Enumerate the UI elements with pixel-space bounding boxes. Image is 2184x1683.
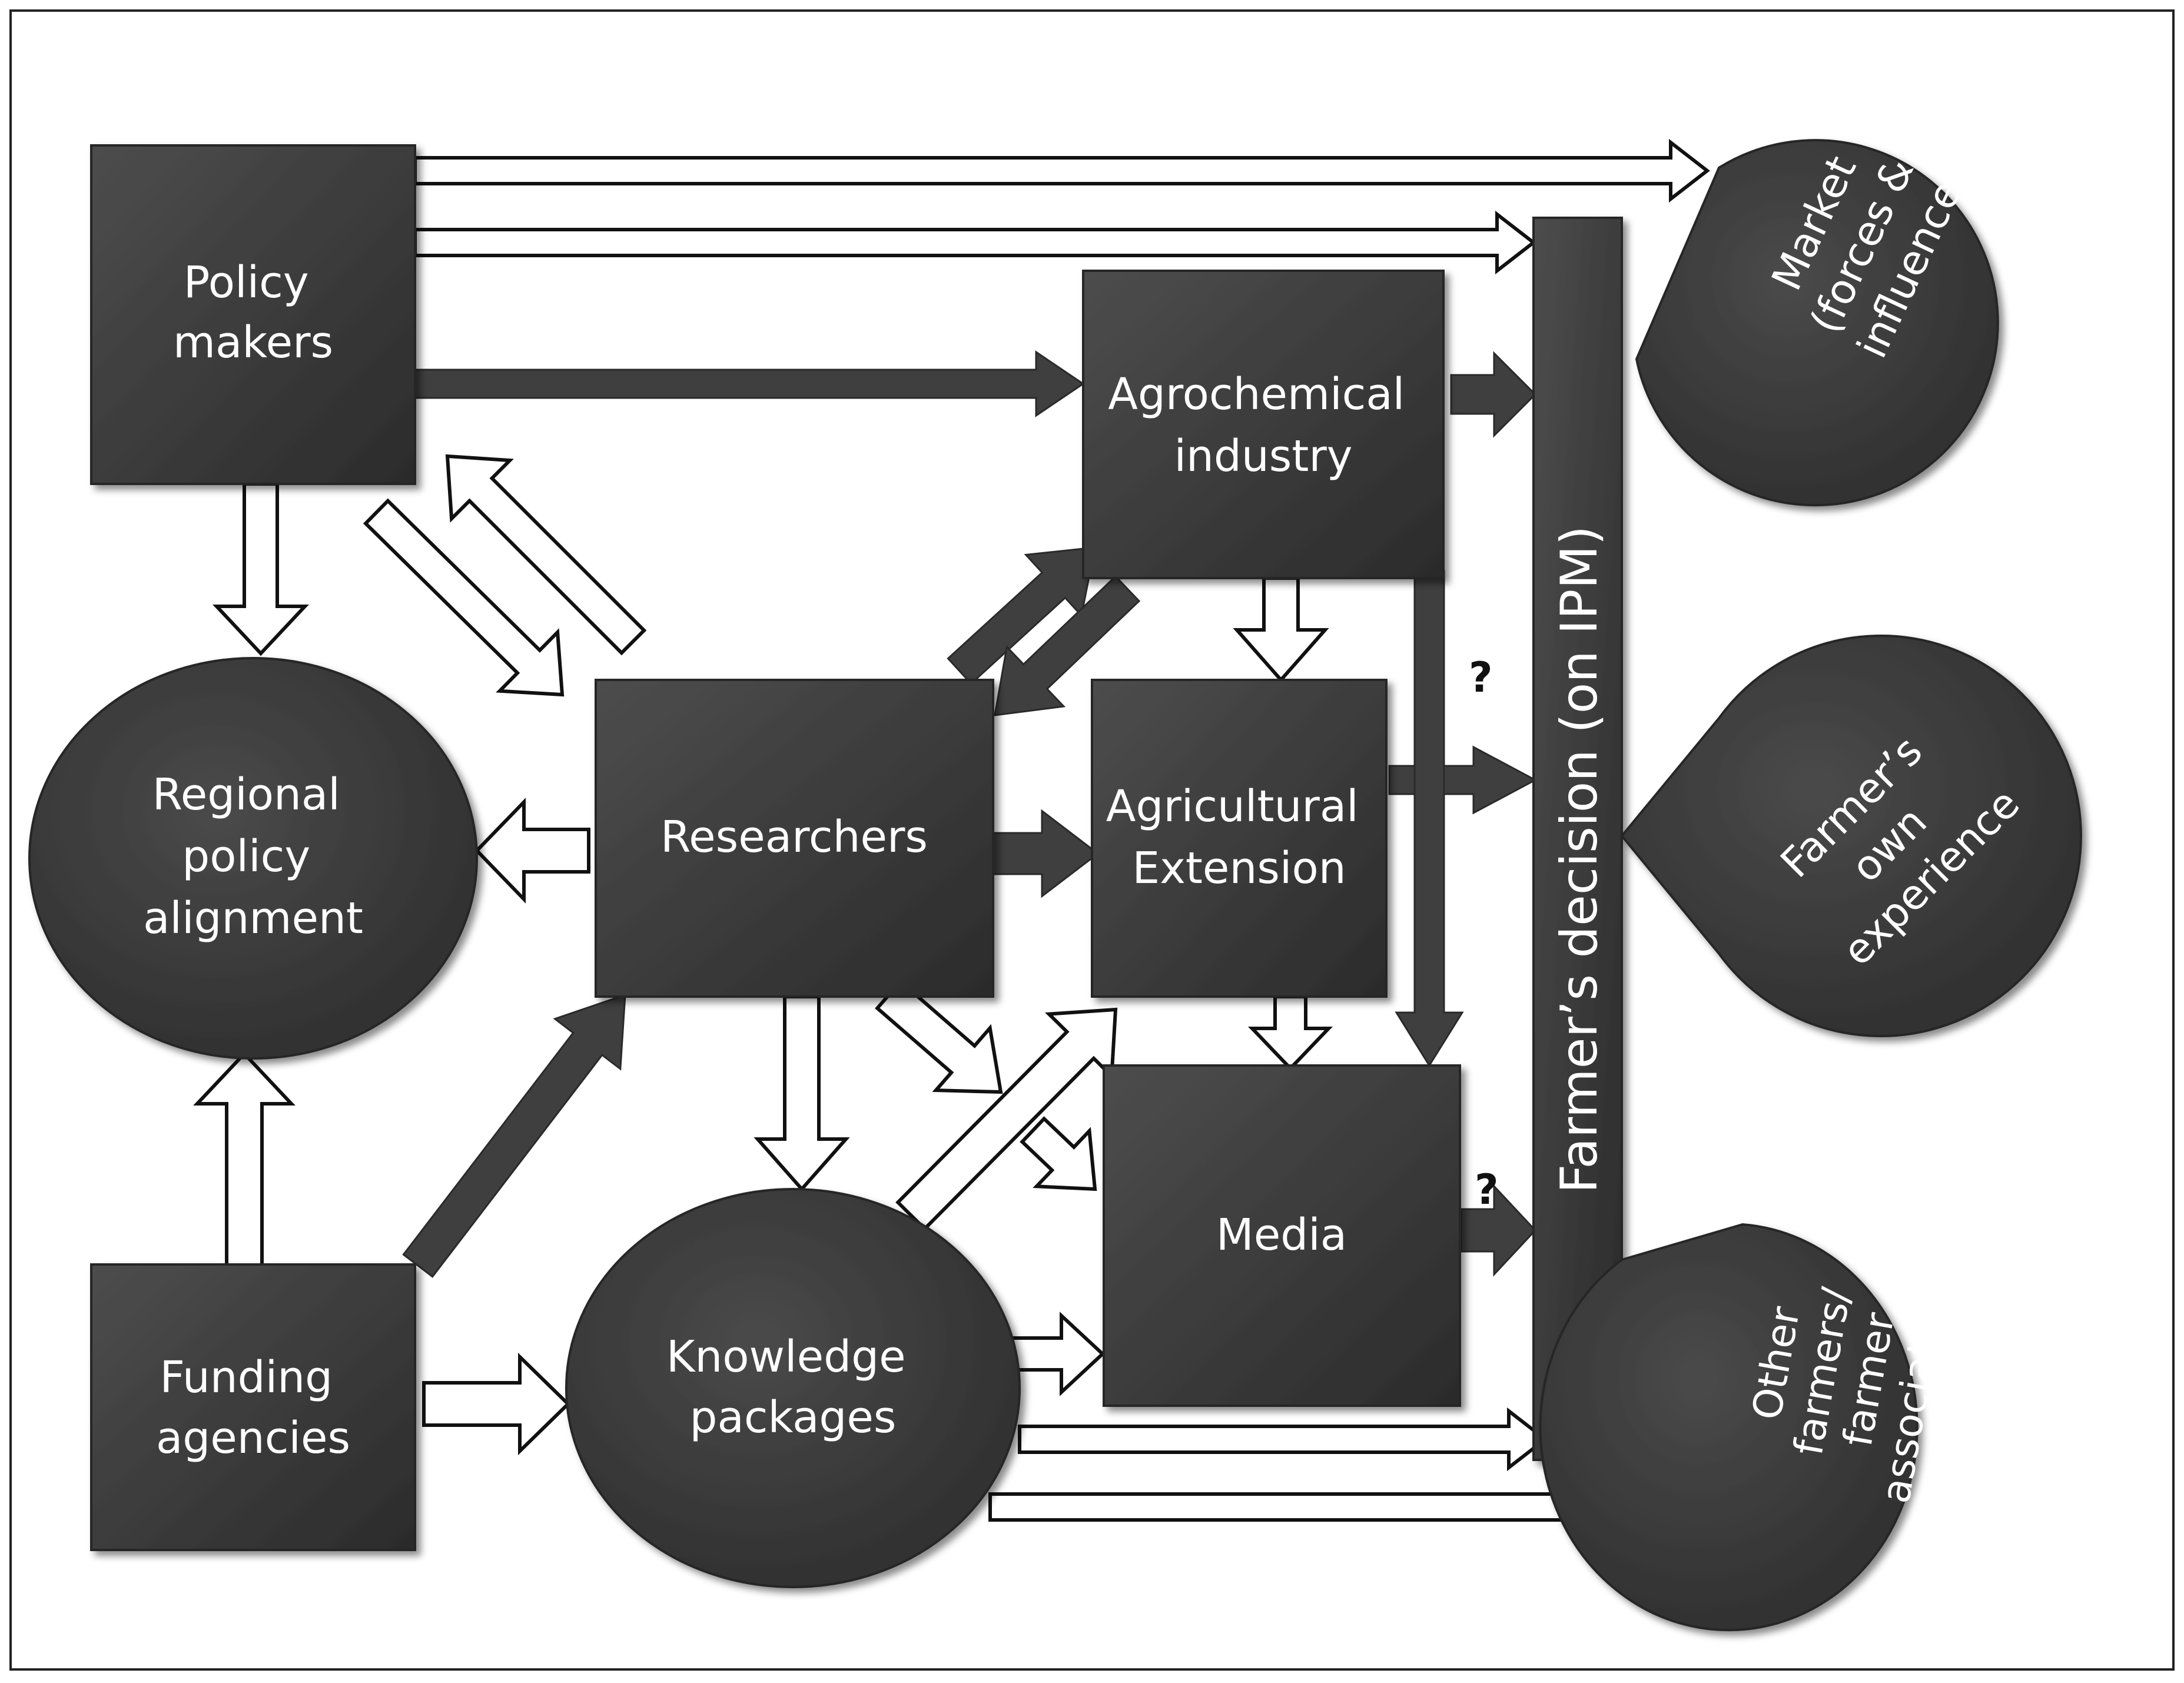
node-regional-policy-alignment [28,657,478,1060]
arrow-knowledge-to-decision [1018,1407,1548,1472]
arrow-policy-to-agrochem [414,350,1085,417]
arrow-agrochem-to-researchers [994,575,1141,716]
arrow-knowledge-to-extension [895,1007,1118,1231]
arrow-researchers-to-agrochem [947,546,1096,685]
question-mark-extension: ? [1469,653,1493,702]
label-funding-agencies: Funding agencies [156,1352,350,1463]
arrow-funding-to-researchers [402,993,626,1278]
label-media: Media [1216,1210,1347,1260]
label-agrochemical-industry: Agrochemical industry [1108,369,1419,482]
label-farmers-decision: Farmer’s decision (on IPM) [1550,526,1609,1193]
question-mark-media: ? [1475,1166,1499,1214]
arrow-policy-to-regional [213,482,309,656]
arrow-agrochem-to-decision [1450,351,1537,438]
arrow-media-to-decision [1460,1184,1537,1277]
label-agricultural-extension: Agricultural Extension [1106,781,1373,894]
node-researchers [595,679,994,998]
arrow-extension-to-decision [1388,745,1538,815]
arrow-researchers-to-regional [474,798,590,904]
label-policy-makers: Policy makers [173,257,333,368]
node-other-farmers [1539,1223,1919,1632]
arrow-funding-to-regional [193,1051,296,1267]
label-regional-policy-alignment: Regional policy alignment [143,769,363,944]
arrow-agrochem-to-media [1395,570,1464,1067]
arrow-researchers-to-extension [992,809,1100,898]
arrow-extension-to-media [1247,995,1333,1071]
node-market [1635,139,1999,507]
arrow-agrochem-to-extension [1233,576,1329,683]
arrow-policy-to-market [413,138,1710,203]
arrow-policy-to-researchers [363,498,565,697]
arrows-layer [193,138,1710,1539]
arrow-researchers-to-media [875,979,1003,1094]
arrow-funding-to-knowledge [422,1352,571,1456]
arrow-researchers-to-policy [445,454,647,656]
node-farmers-own-experience [1620,635,2082,1037]
label-researchers: Researchers [660,812,928,862]
arrow-researchers-to-knowledge [754,995,850,1192]
node-funding-agencies [90,1263,416,1551]
node-agrochemical-industry [1082,270,1445,579]
label-knowledge-packages: Knowledge packages [666,1332,920,1443]
node-knowledge-packages [565,1188,1021,1588]
arrow-policy-to-decision [413,210,1536,275]
arrow-into-media-diagonal [1020,1116,1097,1191]
node-agricultural-extension [1091,679,1388,998]
node-media [1103,1064,1461,1407]
node-policy-makers [90,144,416,485]
